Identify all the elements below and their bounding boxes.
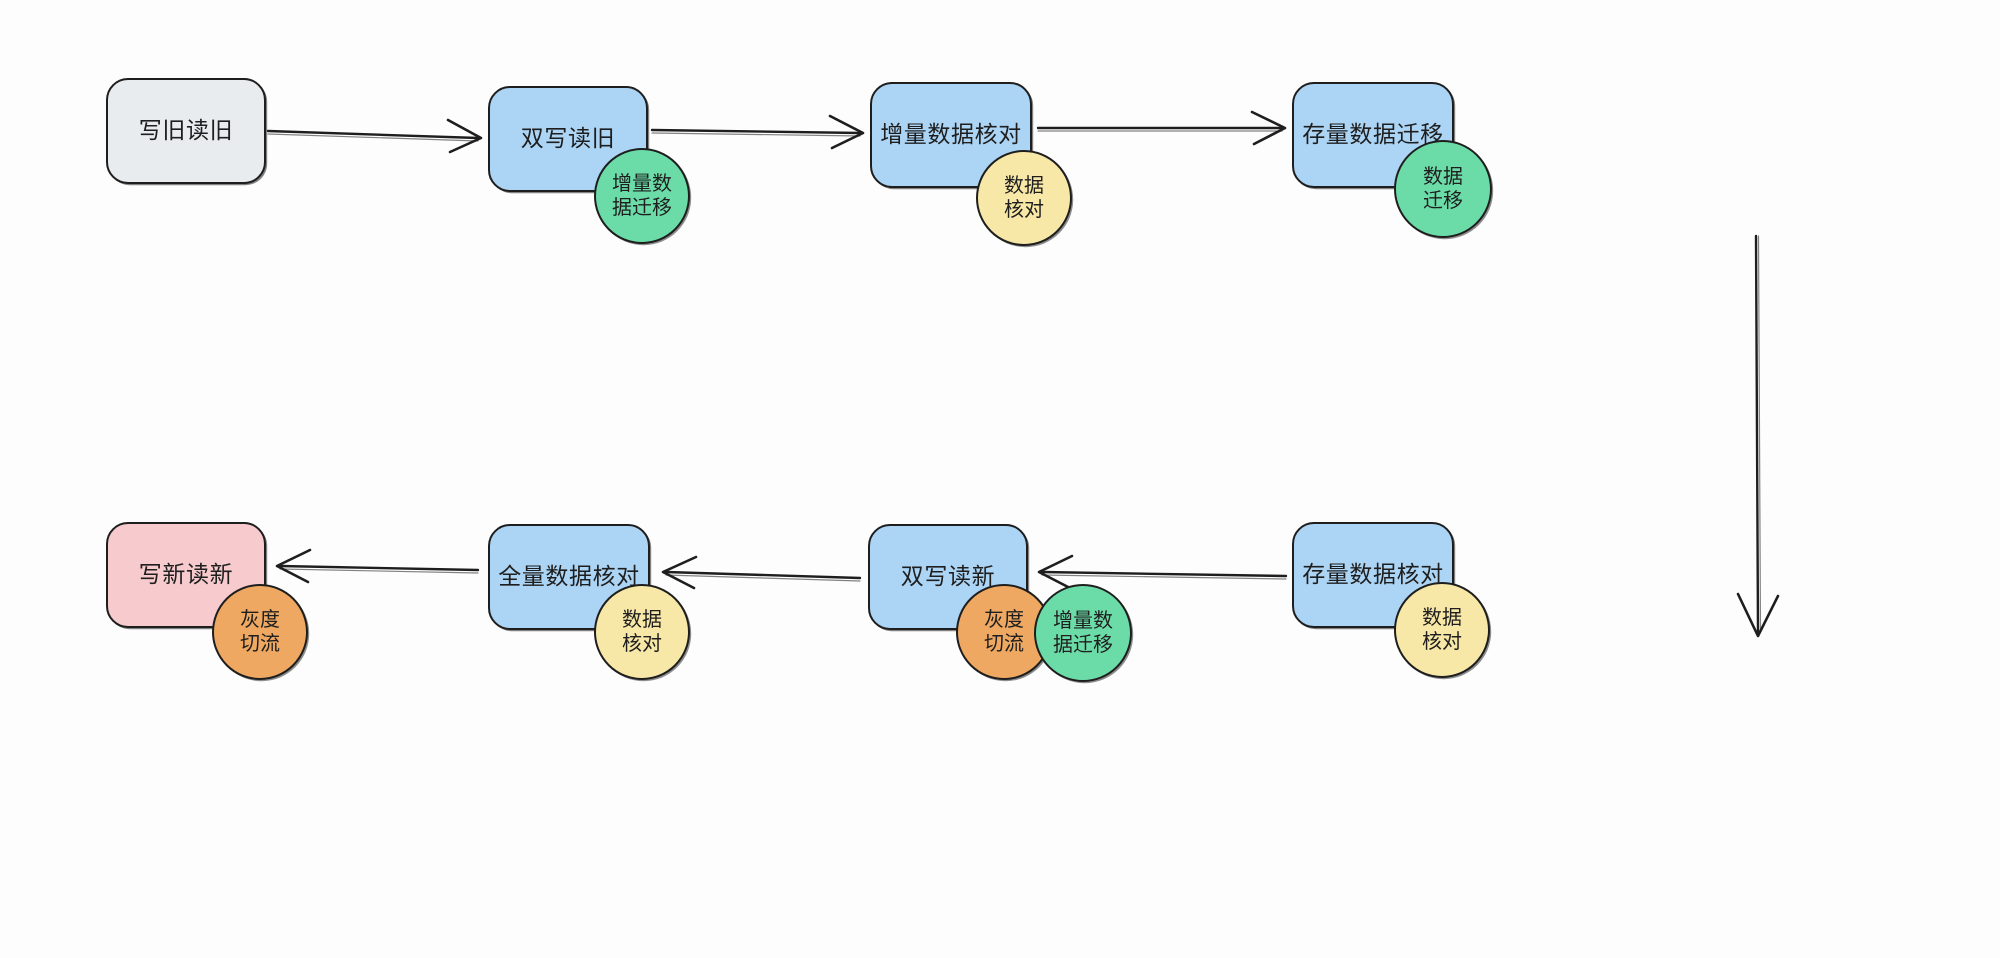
node-label: 双写读新 (900, 563, 996, 590)
edge-line (266, 129, 480, 140)
badge-incremental-data-migration-2[interactable]: 增量数 据迁移 (1034, 584, 1132, 682)
node-label: 双写读旧 (520, 125, 616, 152)
node-stock-data-migration[interactable]: 存量数据迁移 (1292, 82, 1454, 188)
badge-label: 增量数 据迁移 (612, 172, 672, 219)
edge-line-sketch (279, 568, 479, 574)
badge-label: 灰度 切流 (240, 608, 280, 655)
arrowhead-icon (1250, 110, 1287, 146)
badge-label: 数据 核对 (622, 608, 662, 655)
node-label: 全量数据核对 (498, 563, 640, 590)
badge-data-migration-1[interactable]: 数据 迁移 (1394, 140, 1492, 238)
node-label: 存量数据迁移 (1302, 121, 1444, 148)
badge-label: 灰度 切流 (984, 608, 1024, 655)
edge-stock-data-check-to-dual-write-read-new (1037, 554, 1288, 590)
edge-line (1040, 570, 1288, 578)
arrowhead-icon (275, 548, 312, 584)
edge-dual-write-read-new-to-full-data-check (661, 555, 862, 590)
edge-stock-data-migration-to-stock-data-check (1736, 234, 1780, 638)
arrowhead-icon (1037, 554, 1074, 590)
node-label: 增量数据核对 (880, 121, 1022, 148)
badge-label: 数据 核对 (1422, 606, 1462, 653)
edge-line (1754, 234, 1760, 634)
edge-dual-write-read-old-to-incremental-data-check (650, 114, 865, 150)
badge-data-check-2[interactable]: 数据 核对 (1394, 582, 1490, 678)
node-label: 写新读新 (138, 561, 234, 588)
edge-write-old-read-old-to-dual-write-read-old (266, 118, 483, 154)
edge-line (278, 564, 480, 572)
badge-data-check-3[interactable]: 数据 核对 (594, 584, 690, 680)
edge-line-sketch (1757, 235, 1762, 633)
edge-line (664, 570, 862, 580)
badge-data-check-1[interactable]: 数据 核对 (976, 150, 1072, 246)
arrowhead-icon (1736, 592, 1780, 638)
badge-label: 增量数 据迁移 (1053, 609, 1113, 656)
edge-line-sketch (1041, 574, 1287, 580)
badge-label: 数据 迁移 (1423, 165, 1463, 212)
node-label: 写旧读旧 (138, 117, 234, 144)
edge-incremental-data-check-to-stock-data-migration (1036, 110, 1287, 146)
node-write-old-read-old[interactable]: 写旧读旧 (106, 78, 266, 184)
node-dual-write-read-new[interactable]: 双写读新 (868, 524, 1028, 630)
edge-line-sketch (651, 132, 861, 137)
badge-incremental-data-migration-1[interactable]: 增量数 据迁移 (594, 148, 690, 244)
edge-line-sketch (665, 574, 861, 582)
arrowhead-icon (446, 118, 483, 154)
arrowhead-icon (661, 555, 698, 590)
badge-label: 数据 核对 (1004, 174, 1044, 221)
edge-full-data-check-to-write-new-read-new (275, 548, 480, 584)
badge-gray-release-2[interactable]: 灰度 切流 (212, 584, 308, 680)
arrowhead-icon (828, 114, 865, 150)
edge-line-sketch (267, 133, 479, 142)
edge-line (650, 128, 862, 135)
node-label: 存量数据核对 (1302, 561, 1444, 588)
